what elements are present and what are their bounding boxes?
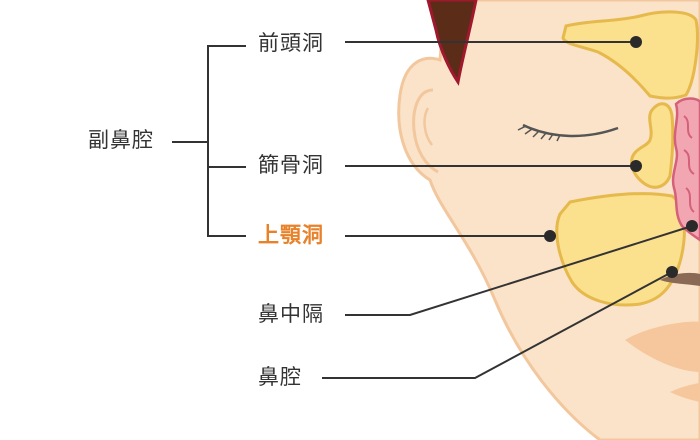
leader-lines — [322, 41, 693, 379]
nasal-cavity-dot — [666, 266, 678, 278]
mouth-hint — [625, 321, 700, 372]
ethmoid-sinus-dot — [630, 160, 642, 172]
frontal-sinus-dot — [630, 36, 642, 48]
frontal-sinus-label: 前頭洞 — [258, 31, 324, 55]
group-label: 副鼻腔 — [88, 128, 154, 152]
nasal-turbinates — [683, 115, 695, 213]
nasal-septum-label: 鼻中隔 — [258, 302, 324, 326]
face-skin — [397, 0, 700, 440]
nasal-mucosa — [671, 97, 700, 242]
nasal-septum-dot — [686, 220, 698, 232]
nasal-cavity-label: 鼻腔 — [258, 365, 302, 389]
maxillary-sinus-label: 上顎洞 — [258, 223, 324, 247]
ear-inner — [423, 107, 434, 146]
ear — [412, 88, 439, 174]
lower-lip-hint — [670, 383, 700, 402]
eyelashes — [517, 125, 561, 142]
group-bracket — [172, 45, 246, 237]
pointer-dots — [544, 36, 698, 278]
closed-eye — [522, 123, 619, 138]
frontal-sinus-shape — [561, 10, 699, 100]
maxillary-sinus-dot — [544, 230, 556, 242]
ethmoid-sinus-label: 篩骨洞 — [258, 153, 324, 177]
